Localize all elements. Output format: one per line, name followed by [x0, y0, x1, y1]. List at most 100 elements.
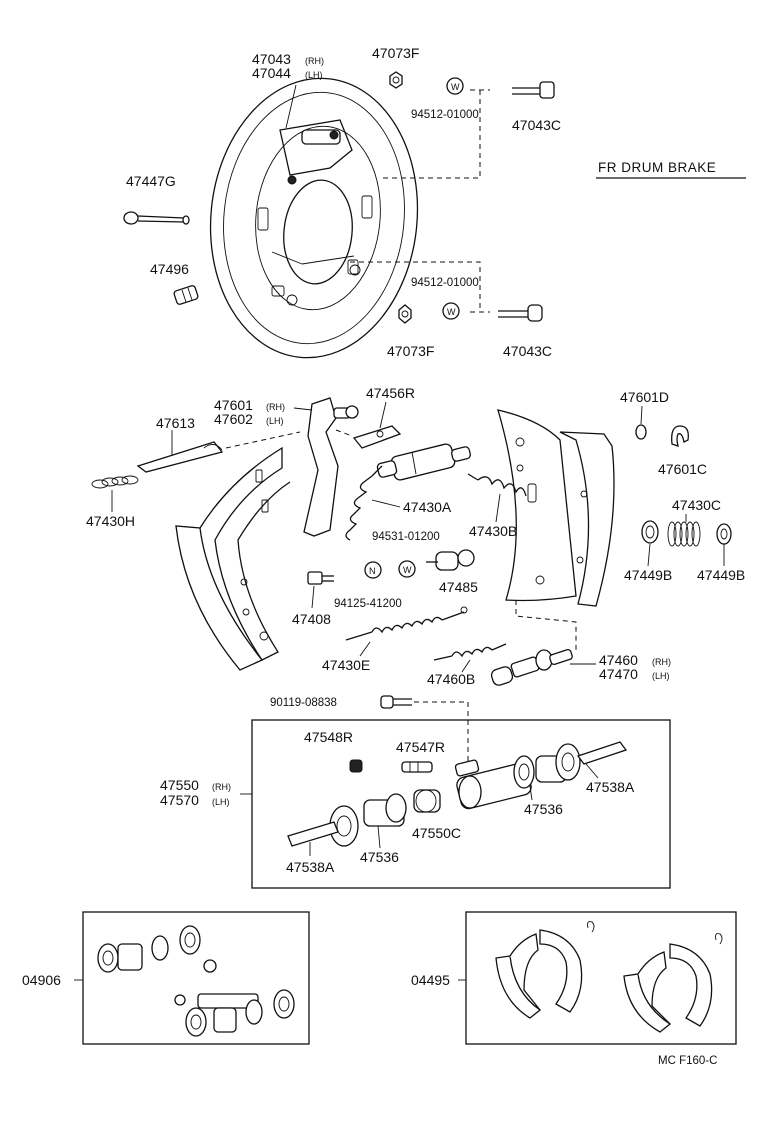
- label-47073F-bottom: 47073F: [387, 343, 434, 359]
- label-47613: 47613: [156, 415, 195, 431]
- rod-47538A-right: [576, 741, 628, 765]
- footer-code: MC F160-C: [658, 1055, 717, 1067]
- cup-47449B-right: [716, 523, 732, 545]
- rod-47538A-left: [287, 821, 339, 847]
- label-47538A-left: 47538A: [286, 859, 335, 875]
- label-47601C: 47601C: [658, 461, 707, 477]
- leader-47430E: [359, 641, 371, 657]
- cup-47536-right: [513, 755, 535, 789]
- dashed-leader-top: [380, 89, 490, 179]
- leader-47043: [285, 84, 297, 129]
- label-47430E: 47430E: [322, 657, 370, 673]
- pin-47408: [307, 571, 334, 585]
- plate-47456R: [352, 425, 402, 449]
- cup-47496: [173, 285, 199, 305]
- label-94512-top: 94512-01000: [411, 109, 479, 121]
- diagram-title-group: FR DRUM BRAKE: [596, 160, 746, 179]
- dashed-leader-47460: [515, 600, 577, 652]
- label-47602-lh: (LH): [266, 416, 284, 426]
- pin-47447G: [123, 211, 190, 225]
- label-94512-bottom: 94512-01000: [411, 277, 479, 289]
- svg-text:W: W: [451, 82, 460, 92]
- leader-47456R: [379, 401, 387, 429]
- label-47550: 47550: [160, 777, 199, 793]
- label-47408: 47408: [292, 611, 331, 627]
- label-47548R: 47548R: [304, 729, 353, 745]
- label-47602: 47602: [214, 411, 253, 427]
- label-47601-rh: (RH): [266, 402, 285, 412]
- kit-04495-shoes: [495, 921, 723, 1033]
- label-90119: 90119-08838: [270, 697, 337, 709]
- label-47043C-top: 47043C: [512, 117, 561, 133]
- bolt-47043C-bottom: [498, 304, 543, 322]
- label-47043-rh: (RH): [305, 56, 324, 66]
- adjuster-47460: [490, 648, 573, 686]
- spring-set-47430H: [91, 475, 139, 489]
- label-47470: 47470: [599, 666, 638, 682]
- label-47073F-top: 47073F: [372, 45, 419, 61]
- dashed-leader-47613: [225, 431, 301, 449]
- label-47430B: 47430B: [469, 523, 517, 539]
- nut-47073F-bottom: [398, 304, 412, 324]
- wheel-cylinder-body: [454, 759, 532, 810]
- strut-47613: [136, 441, 224, 473]
- spring-47460B: [433, 643, 507, 661]
- label-47550C: 47550C: [412, 825, 461, 841]
- label-47570: 47570: [160, 792, 199, 808]
- label-47044-lh: (LH): [305, 70, 323, 80]
- dashed-leader-90119: [414, 701, 469, 762]
- backing-plate: [209, 77, 419, 359]
- label-47460: 47460: [599, 652, 638, 668]
- bleeder-47547R: [401, 761, 433, 773]
- leader-47408: [311, 585, 315, 609]
- label-47538A-right: 47538A: [586, 779, 635, 795]
- spring-47430C: [667, 521, 701, 547]
- svg-text:W: W: [447, 307, 456, 317]
- dashed-leader-bottom: [350, 261, 490, 313]
- boot-right: [555, 743, 581, 781]
- left-brake-shoe: [175, 446, 291, 671]
- kit-04906-box: [82, 911, 310, 1045]
- diagram-title: FR DRUM BRAKE: [598, 160, 716, 175]
- bleeder-47548R: [349, 759, 363, 773]
- nut-94125: N: [364, 561, 382, 579]
- label-47449B-left: 47449B: [624, 567, 672, 583]
- label-94531: 94531-01200: [372, 531, 440, 543]
- spring-47430A: [345, 465, 383, 541]
- label-47601: 47601: [214, 397, 253, 413]
- label-47496: 47496: [150, 261, 189, 277]
- spring-47550C: [413, 789, 441, 813]
- kit-04495-box: [465, 911, 737, 1045]
- label-47044: 47044: [252, 65, 291, 81]
- label-47430H: 47430H: [86, 513, 135, 529]
- leader-47430A: [371, 499, 401, 508]
- label-47460-rh: (RH): [652, 657, 671, 667]
- nut-47073F-top: [389, 71, 403, 89]
- label-47547R: 47547R: [396, 739, 445, 755]
- spring-47430B: [467, 473, 527, 497]
- spring-47430E: [345, 606, 468, 641]
- piston-left: [363, 793, 407, 827]
- wheel-cylinder-box: [251, 719, 671, 889]
- adjuster-47485: [426, 549, 475, 571]
- label-47470-lh: (LH): [652, 671, 670, 681]
- right-brake-shoe: [497, 409, 615, 607]
- clip-47601C: [671, 425, 689, 447]
- label-47043C-bottom: 47043C: [503, 343, 552, 359]
- washer-top: W: [446, 77, 464, 95]
- washer-bottom: W: [442, 302, 460, 320]
- leader-47536-left: [377, 825, 381, 849]
- leader-47449B-left: [647, 543, 651, 567]
- label-04906: 04906: [22, 972, 61, 988]
- kit-04906-parts: [97, 925, 295, 1037]
- label-47550-rh: (RH): [212, 782, 231, 792]
- label-47043: 47043: [252, 51, 291, 67]
- washer-94531: W: [398, 560, 416, 578]
- label-47460B: 47460B: [427, 671, 475, 687]
- label-47536-right: 47536: [524, 801, 563, 817]
- clip-47601D: [635, 424, 647, 440]
- label-47430C: 47430C: [672, 497, 721, 513]
- leader-47460B: [461, 659, 471, 673]
- label-47456R: 47456R: [366, 385, 415, 401]
- label-47570-lh: (LH): [212, 797, 230, 807]
